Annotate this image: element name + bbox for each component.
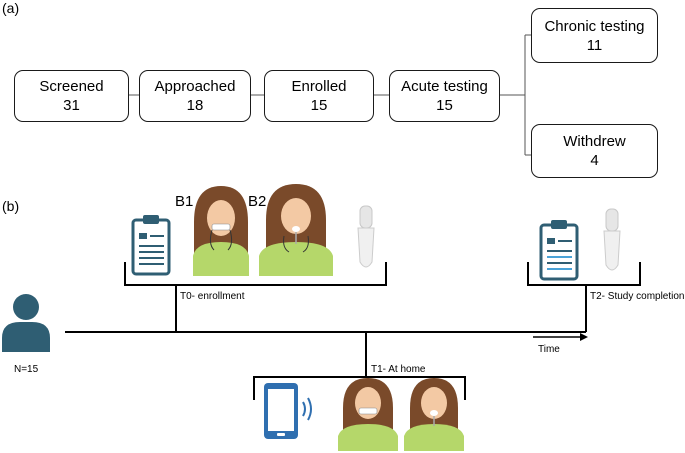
b1-label: B1 [175, 193, 194, 210]
flow-box-screened: Screened 31 [14, 70, 129, 122]
flow-box-enrolled: Enrolled 15 [264, 70, 374, 122]
panel-b-label: (b) [2, 198, 20, 214]
flow-box-count: 15 [436, 97, 453, 114]
b2-label: B2 [248, 193, 267, 210]
t0-label: T0- enrollment [180, 291, 245, 302]
flow-box-name: Chronic testing [544, 17, 645, 35]
panel-a-label: (a) [2, 0, 20, 16]
flow-box-chronic-testing: Chronic testing 11 [531, 8, 658, 63]
flow-box-count: 18 [186, 97, 204, 114]
flow-box-name: Approached [154, 78, 236, 95]
flow-box-count: 31 [63, 97, 80, 114]
flow-box-name: Acute testing [401, 78, 488, 95]
flow-box-name: Screened [39, 78, 104, 95]
flow-box-acute-testing: Acute testing 15 [389, 70, 500, 122]
t1-label: T1- At home [371, 364, 426, 375]
participants-count: N=15 [14, 364, 39, 375]
time-label: Time [538, 344, 560, 355]
flow-box-approached: Approached 18 [139, 70, 251, 122]
flow-box-name: Enrolled [291, 78, 347, 95]
flow-box-count: 4 [590, 152, 599, 169]
flow-box-count: 15 [310, 97, 328, 114]
flow-box-name: Withdrew [563, 133, 626, 150]
flow-box-count: 11 [586, 36, 603, 54]
flow-box-withdrew: Withdrew 4 [531, 124, 658, 178]
t2-label: T2- Study completion [590, 291, 685, 302]
